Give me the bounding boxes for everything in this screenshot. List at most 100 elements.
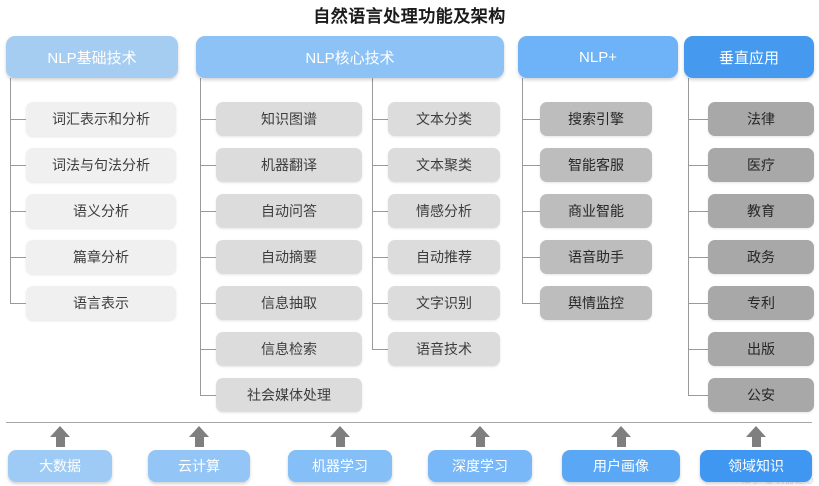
- connector-stub: [372, 257, 388, 258]
- leaf-node-label: 商业智能: [568, 203, 624, 219]
- leaf-node[interactable]: 自动摘要: [216, 240, 362, 274]
- leaf-node[interactable]: 出版: [708, 332, 814, 366]
- leaf-node[interactable]: 信息检索: [216, 332, 362, 366]
- connector-stub: [688, 211, 708, 212]
- leaf-node-label: 公安: [747, 387, 775, 403]
- connector-stub: [522, 211, 540, 212]
- connector-stub: [372, 119, 388, 120]
- leaf-node-label: 文字识别: [416, 295, 472, 311]
- leaf-node[interactable]: 语义分析: [26, 194, 176, 228]
- leaf-node[interactable]: 机器翻译: [216, 148, 362, 182]
- leaf-node[interactable]: 政务: [708, 240, 814, 274]
- leaf-node[interactable]: 舆情监控: [540, 286, 652, 320]
- leaf-node[interactable]: 语言表示: [26, 286, 176, 320]
- foundation-box[interactable]: 大数据: [8, 450, 112, 482]
- leaf-node-label: 医疗: [747, 157, 775, 173]
- connector-trunk: [10, 78, 11, 303]
- leaf-node[interactable]: 词法与句法分析: [26, 148, 176, 182]
- leaf-node-label: 社会媒体处理: [247, 387, 331, 403]
- foundation-box-label: 深度学习: [452, 458, 508, 474]
- leaf-node[interactable]: 篇章分析: [26, 240, 176, 274]
- arrow-shaft: [194, 437, 204, 447]
- foundation-box-label: 领域知识: [728, 458, 784, 474]
- foundation-box-label: 用户画像: [593, 458, 649, 474]
- up-arrow-icon: [746, 426, 766, 447]
- leaf-node-label: 教育: [747, 203, 775, 219]
- up-arrow-icon: [50, 426, 70, 447]
- leaf-node[interactable]: 公安: [708, 378, 814, 412]
- connector-stub: [10, 165, 26, 166]
- leaf-node[interactable]: 医疗: [708, 148, 814, 182]
- leaf-node[interactable]: 智能客服: [540, 148, 652, 182]
- leaf-node-label: 搜索引擎: [568, 111, 624, 127]
- leaf-node-label: 信息检索: [261, 341, 317, 357]
- leaf-node[interactable]: 词汇表示和分析: [26, 102, 176, 136]
- leaf-node-label: 语义分析: [73, 203, 129, 219]
- leaf-node[interactable]: 知识图谱: [216, 102, 362, 136]
- leaf-node[interactable]: 搜索引擎: [540, 102, 652, 136]
- foundation-box[interactable]: 领域知识: [700, 450, 812, 482]
- arrow-head: [746, 426, 766, 437]
- foundation-divider: [6, 422, 812, 423]
- leaf-node-label: 自动推荐: [416, 249, 472, 265]
- connector-trunk: [200, 78, 201, 395]
- column-header-label: 垂直应用: [718, 49, 779, 67]
- leaf-node-label: 政务: [747, 249, 775, 265]
- leaf-node[interactable]: 自动推荐: [388, 240, 500, 274]
- leaf-node[interactable]: 文本聚类: [388, 148, 500, 182]
- connector-stub: [200, 257, 216, 258]
- leaf-node[interactable]: 文本分类: [388, 102, 500, 136]
- connector-stub: [200, 303, 216, 304]
- column-header-label: NLP基础技术: [47, 49, 137, 67]
- leaf-node[interactable]: 文字识别: [388, 286, 500, 320]
- up-arrow-icon: [330, 426, 350, 447]
- arrow-head: [470, 426, 490, 437]
- connector-stub: [688, 165, 708, 166]
- leaf-node[interactable]: 教育: [708, 194, 814, 228]
- leaf-node-label: 文本聚类: [416, 157, 472, 173]
- column-header-label: NLP核心技术: [305, 49, 395, 67]
- foundation-box[interactable]: 机器学习: [288, 450, 392, 482]
- leaf-node[interactable]: 语音技术: [388, 332, 500, 366]
- foundation-box[interactable]: 用户画像: [562, 450, 680, 482]
- arrow-head: [189, 426, 209, 437]
- leaf-node[interactable]: 自动问答: [216, 194, 362, 228]
- leaf-node[interactable]: 社会媒体处理: [216, 378, 362, 412]
- connector-stub: [688, 395, 708, 396]
- foundation-box[interactable]: 云计算: [148, 450, 250, 482]
- arrow-shaft: [55, 437, 65, 447]
- leaf-node-label: 词汇表示和分析: [52, 111, 150, 127]
- up-arrow-icon: [189, 426, 209, 447]
- connector-stub: [372, 211, 388, 212]
- connector-stub: [688, 303, 708, 304]
- connector-stub: [200, 211, 216, 212]
- up-arrow-icon: [470, 426, 490, 447]
- foundation-box[interactable]: 深度学习: [428, 450, 532, 482]
- column-header-1[interactable]: NLP基础技术: [6, 36, 178, 78]
- connector-stub: [372, 349, 388, 350]
- leaf-node-label: 信息抽取: [261, 295, 317, 311]
- column-header-3[interactable]: NLP+: [518, 36, 678, 78]
- connector-stub: [372, 303, 388, 304]
- up-arrow-icon: [611, 426, 631, 447]
- leaf-node-label: 语言表示: [73, 295, 129, 311]
- leaf-node-label: 情感分析: [416, 203, 472, 219]
- connector-trunk: [522, 78, 523, 303]
- leaf-node[interactable]: 信息抽取: [216, 286, 362, 320]
- leaf-node-label: 知识图谱: [261, 111, 317, 127]
- column-header-4[interactable]: 垂直应用: [684, 36, 814, 78]
- leaf-node-label: 舆情监控: [568, 295, 624, 311]
- connector-stub: [688, 349, 708, 350]
- connector-stub: [372, 165, 388, 166]
- leaf-node[interactable]: 商业智能: [540, 194, 652, 228]
- connector-stub: [200, 165, 216, 166]
- column-header-2[interactable]: NLP核心技术: [196, 36, 504, 78]
- leaf-node[interactable]: 语音助手: [540, 240, 652, 274]
- leaf-node-label: 机器翻译: [261, 157, 317, 173]
- arrow-head: [330, 426, 350, 437]
- leaf-node[interactable]: 情感分析: [388, 194, 500, 228]
- leaf-node[interactable]: 法律: [708, 102, 814, 136]
- leaf-node[interactable]: 专利: [708, 286, 814, 320]
- leaf-node-label: 自动问答: [261, 203, 317, 219]
